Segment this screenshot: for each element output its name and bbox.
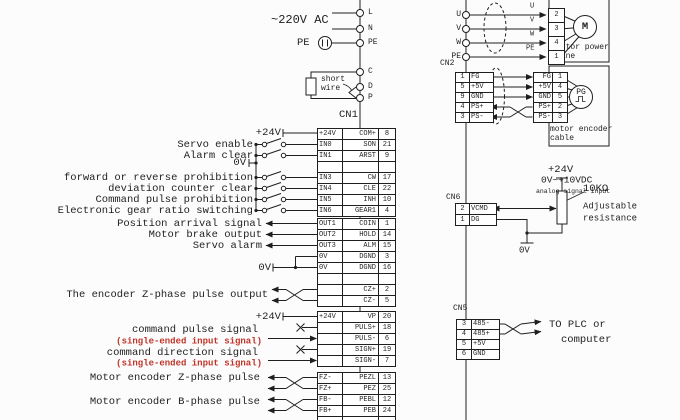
analog-range-label: 0V~+10VDC xyxy=(541,174,593,186)
zero-v-input-label: 0V xyxy=(233,156,246,169)
wire-u-label: U xyxy=(530,2,535,11)
cmd-pulse-label: command pulse signal xyxy=(131,323,258,336)
terminal-c-label: C xyxy=(368,67,373,76)
terminal-pe-label: PE xyxy=(368,38,378,47)
encoder-b-label: Motor encoder B-phase pulse xyxy=(89,395,260,408)
cn6-label: CN6 xyxy=(446,193,461,202)
zero-v-output-label: 0V xyxy=(258,261,271,274)
pot-caption-2: resistance xyxy=(583,213,638,223)
wire-w-label: W xyxy=(530,30,535,39)
pe-source-label: PE xyxy=(297,36,310,49)
input-label-gear-switching: Electronic gear ratio switching xyxy=(57,204,253,217)
wire-v-label: V xyxy=(530,16,535,25)
pg-letter: PG xyxy=(576,88,586,97)
terminal-n-label: N xyxy=(368,24,373,33)
terminal-d-label: D xyxy=(368,82,373,91)
zero-v-bottom-label: 0V xyxy=(519,245,530,256)
terminal-u-label: U xyxy=(456,10,461,19)
cable-shield xyxy=(483,2,507,54)
pg-symbol xyxy=(569,85,593,109)
output-label-position-arrival: Position arrival signal xyxy=(117,217,262,230)
ac-source-label: ~220V AC xyxy=(271,13,329,27)
single-ended-note-2: (single-ended input signal) xyxy=(116,358,262,369)
terminal-p-label: P xyxy=(368,93,373,102)
motor-power-connector-table: 2 3 4 1 xyxy=(548,8,565,65)
input-label-deviation-clear: deviation counter clear xyxy=(108,182,253,195)
terminal-w-label: W xyxy=(456,38,461,47)
pot-caption-1: Adjustable xyxy=(583,201,638,212)
z-phase-output-label: The encoder Z-phase pulse output xyxy=(66,288,268,301)
cmd-direction-label: command direction signal xyxy=(106,346,258,359)
analog-sub-label: analog signal input xyxy=(536,187,611,195)
short-wire-label-1: short xyxy=(321,75,346,84)
cn2-label: CN2 xyxy=(440,59,455,68)
terminal-v-label: V xyxy=(456,24,461,33)
motor-symbol xyxy=(573,15,597,39)
motor-power-caption-2: line xyxy=(556,51,576,61)
braking-resistor-symbol xyxy=(305,77,317,96)
input-label-pulse-prohibition: Command pulse prohibition xyxy=(95,193,253,206)
dest-label-2: computer xyxy=(561,333,612,346)
encoder-cable-caption-1: motor encoder xyxy=(550,125,613,134)
input-label-alarm-clear: Alarm clear xyxy=(183,149,253,162)
encoder-cable-caption-2: cable xyxy=(550,134,575,143)
motor-power-caption-1: motor power xyxy=(556,43,609,52)
terminal-l-label: L xyxy=(368,8,373,17)
wire-pe-label: PE xyxy=(526,44,535,53)
cn1-label: CN1 xyxy=(339,108,358,121)
single-ended-note-1: (single-ended input signal) xyxy=(116,336,262,346)
short-wire-label-2: wire xyxy=(321,84,341,93)
plus24v-pot-label: +24V xyxy=(548,163,574,176)
cn5-label: CN5 xyxy=(453,304,468,313)
right-terminals xyxy=(462,11,470,61)
motor-letter: M xyxy=(581,20,589,33)
input-switches xyxy=(256,138,317,214)
encoder-z-label: Motor encoder Z-phase pulse xyxy=(89,371,260,384)
potentiometer-symbol xyxy=(556,190,568,225)
dest-label-1: TO PLC or xyxy=(549,318,606,331)
output-label-servo-alarm: Servo alarm xyxy=(192,239,262,252)
terminal-pe2-label: PE xyxy=(451,52,461,61)
input-label-servo-enable: Servo enable xyxy=(177,138,253,151)
ground-symbol xyxy=(318,36,332,50)
input-label-fwd-rev-prohibition: forward or reverse prohibition xyxy=(63,171,253,184)
plus24v-top-label: +24V xyxy=(255,126,281,139)
output-label-motor-brake: Motor brake output xyxy=(148,228,262,241)
plus24v-cmd-label: +24V xyxy=(255,310,281,323)
pot-value-label: 10KΩ xyxy=(583,182,609,195)
left-terminals xyxy=(356,9,364,102)
